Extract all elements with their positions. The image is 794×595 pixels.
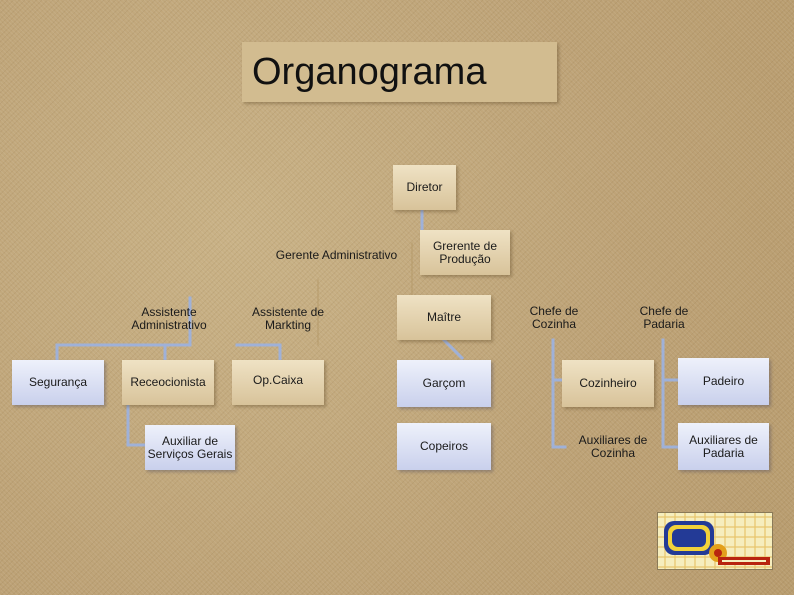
connector-cozinha bbox=[551, 338, 567, 449]
node-assistente-markting: Assistente de Markting bbox=[251, 305, 325, 332]
company-logo-icon bbox=[657, 512, 773, 570]
page-title: Organograma bbox=[242, 42, 557, 102]
node-padeiro: Padeiro bbox=[678, 358, 769, 405]
node-maitre: Maître bbox=[397, 295, 491, 340]
node-garcom: Garçom bbox=[397, 360, 491, 407]
node-chefe-padaria: Chefe de Padaria bbox=[639, 304, 689, 331]
connector-padaria bbox=[661, 338, 680, 449]
node-diretor: Diretor bbox=[393, 165, 456, 210]
node-op-caixa: Op.Caixa bbox=[232, 360, 324, 405]
node-gerente-producao: Grerente de Produção bbox=[420, 230, 510, 275]
node-copeiros: Copeiros bbox=[397, 423, 491, 470]
connector-receocionista-auxiliar bbox=[126, 403, 147, 447]
node-gerente-administrativo: Gerente Administrativo bbox=[275, 247, 398, 262]
node-assistente-administrativo: Assistente Administrativo bbox=[131, 305, 207, 332]
node-auxiliares-cozinha: Auxiliares de Cozinha bbox=[578, 432, 648, 460]
node-receocionista: Receocionista bbox=[122, 360, 214, 405]
node-auxiliares-padaria: Auxiliares de Padaria bbox=[678, 423, 769, 470]
connector-maitre-garcom bbox=[441, 337, 465, 361]
node-cozinheiro: Cozinheiro bbox=[562, 360, 654, 407]
logo-graphic bbox=[658, 513, 772, 569]
connector-markting-opcaixa bbox=[235, 343, 282, 362]
connector-assistente-seguranca bbox=[55, 343, 192, 362]
node-chefe-cozinha: Chefe de Cozinha bbox=[529, 304, 579, 331]
node-auxiliar-servicos: Auxiliar de Serviços Gerais bbox=[145, 425, 235, 470]
node-seguranca: Segurança bbox=[12, 360, 104, 405]
